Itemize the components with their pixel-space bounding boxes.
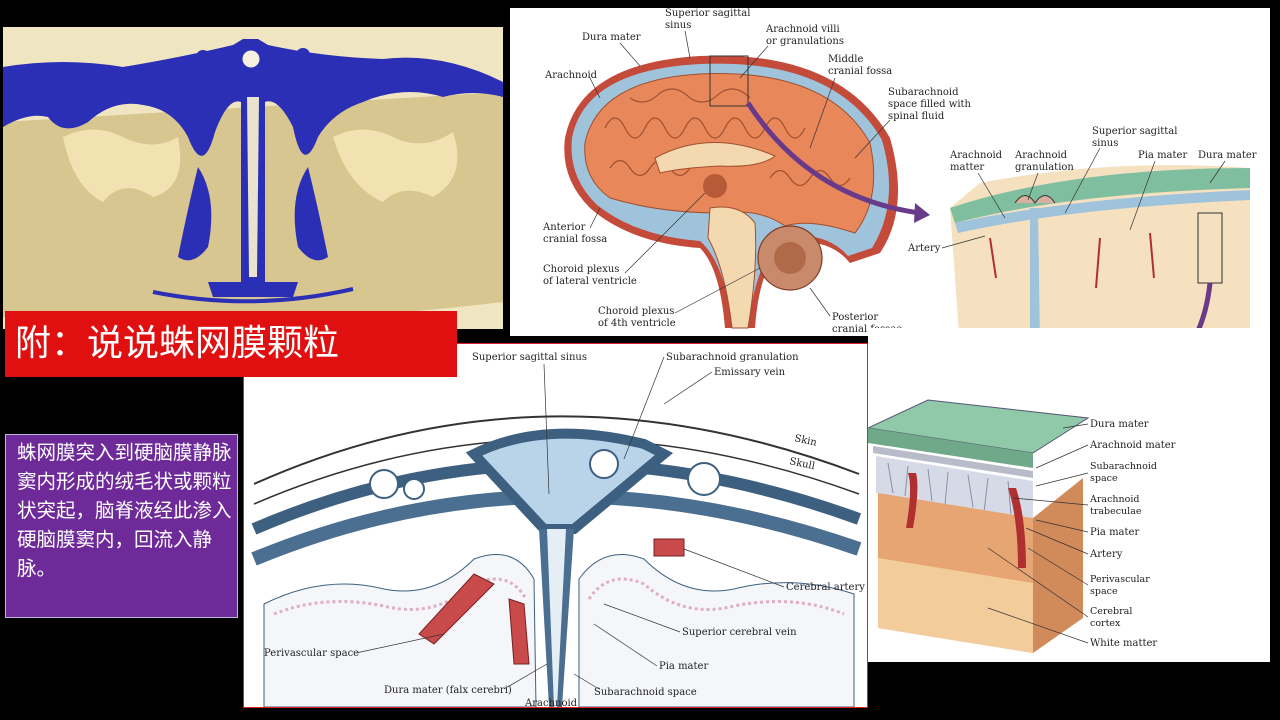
brain-sagittal-panel: Dura mater Superior sagittal sinus Arach…: [510, 8, 1270, 336]
coronal-section-panel: Superior sagittal sinus Subarachnoid gra…: [243, 343, 868, 708]
label-layer-arachnoid-mater: Arachnoid mater: [1089, 440, 1176, 451]
label-layer-white-matter: White matter: [1090, 638, 1157, 649]
label-block-arachnoid-granulation: Arachnoid: [1014, 150, 1068, 161]
label-layer-perivascular-space: Perivascular: [1090, 574, 1150, 585]
label-subarachnoid-space-3: spinal fluid: [888, 111, 945, 122]
label-layer-pia-mater: Pia mater: [1090, 527, 1139, 538]
meninges-layers-diagram: Dura mater Arachnoid mater Subarachnoid …: [868, 399, 1176, 653]
blue-cast-image: [3, 27, 503, 329]
label-section-skull: Skull: [788, 456, 815, 472]
label-superior-sagittal-sinus-2: sinus: [665, 20, 691, 31]
label-choroid-plexus-lateral-2: of lateral ventricle: [543, 276, 637, 287]
label-arachnoid-villi-2: or granulations: [766, 36, 844, 47]
label-subarachnoid-space: Subarachnoid: [888, 87, 959, 98]
brain-sagittal-diagram: Dura mater Superior sagittal sinus Arach…: [542, 8, 1257, 336]
label-layer-perivascular-space-2: space: [1090, 586, 1118, 597]
label-layer-cerebral-cortex-2: cortex: [1090, 618, 1121, 629]
label-layer-cerebral-cortex: Cerebral: [1090, 606, 1132, 617]
label-section-superior-cerebral-vein: Superior cerebral vein: [682, 627, 797, 638]
label-layer-subarachnoid-space: Subarachnoid: [1090, 461, 1157, 472]
label-layer-dura-mater: Dura mater: [1090, 419, 1149, 430]
label-dura-mater: Dura mater: [582, 32, 641, 43]
description-box: 蛛网膜突入到硬脑膜静脉窦内形成的绒毛状或颗粒状突起，脑脊液经此渗入硬脑膜窦内，回…: [5, 434, 238, 618]
label-layer-arachnoid-trabeculae-2: trabeculae: [1090, 506, 1142, 517]
label-layer-subarachnoid-space-2: space: [1090, 473, 1118, 484]
label-posterior-cranial-fossae: Posterior: [832, 312, 878, 323]
label-section-arachnoid: Arachnoid: [524, 698, 578, 707]
label-section-subarachnoid-space: Subarachnoid space: [594, 687, 697, 698]
label-block-arachnoid-matter-2: matter: [950, 162, 984, 173]
label-section-cerebral-artery: Cerebral artery: [786, 582, 865, 593]
label-middle-cranial-fossa-2: cranial fossa: [828, 66, 892, 77]
label-middle-cranial-fossa: Middle: [828, 54, 863, 65]
label-section-emissary-vein: Emissary vein: [714, 367, 786, 378]
label-choroid-plexus-4th: Choroid plexus: [598, 306, 674, 317]
label-block-dura-mater: Dura mater: [1198, 150, 1257, 161]
label-layer-artery: Artery: [1089, 549, 1123, 560]
label-choroid-plexus-lateral: Choroid plexus: [543, 264, 619, 275]
label-superior-sagittal-sinus: Superior sagittal: [665, 8, 750, 19]
label-arachnoid-villi: Arachnoid villi: [765, 24, 840, 35]
label-block-superior-sagittal-sinus: Superior sagittal: [1092, 126, 1177, 137]
label-section-skin: Skin: [793, 433, 818, 449]
label-section-subarachnoid-granulation: Subarachnoid granulation: [666, 352, 799, 363]
label-anterior-cranial-fossa-2: cranial fossa: [543, 234, 607, 245]
meninges-layers-panel: Dura mater Arachnoid mater Subarachnoid …: [868, 328, 1270, 662]
label-block-arachnoid-granulation-2: granulation: [1015, 162, 1074, 173]
label-section-perivascular-space: Perivascular space: [264, 648, 359, 659]
label-section-dura-mater-falx: Dura mater (falx cerebri): [384, 685, 512, 696]
slide-title-banner: 附：说说蛛网膜颗粒: [5, 311, 457, 377]
label-block-arachnoid-matter: Arachnoid: [949, 150, 1003, 161]
label-block-superior-sagittal-sinus-2: sinus: [1092, 138, 1118, 149]
label-section-superior-sagittal-sinus: Superior sagittal sinus: [472, 352, 587, 363]
label-arachnoid: Arachnoid: [544, 70, 598, 81]
coronal-section-diagram: Superior sagittal sinus Subarachnoid gra…: [244, 344, 867, 707]
label-anterior-cranial-fossa: Anterior: [542, 222, 586, 233]
label-block-artery: Artery: [907, 243, 941, 254]
label-section-pia-mater: Pia mater: [659, 661, 708, 672]
label-block-pia-mater: Pia mater: [1138, 150, 1187, 161]
label-subarachnoid-space-2: space filled with: [888, 99, 972, 110]
label-layer-arachnoid-trabeculae: Arachnoid: [1089, 494, 1139, 505]
cast-photo-panel: [3, 27, 503, 329]
label-choroid-plexus-4th-2: of 4th ventricle: [598, 318, 676, 329]
label-posterior-cranial-fossae-2: cranial fossae: [832, 324, 902, 335]
